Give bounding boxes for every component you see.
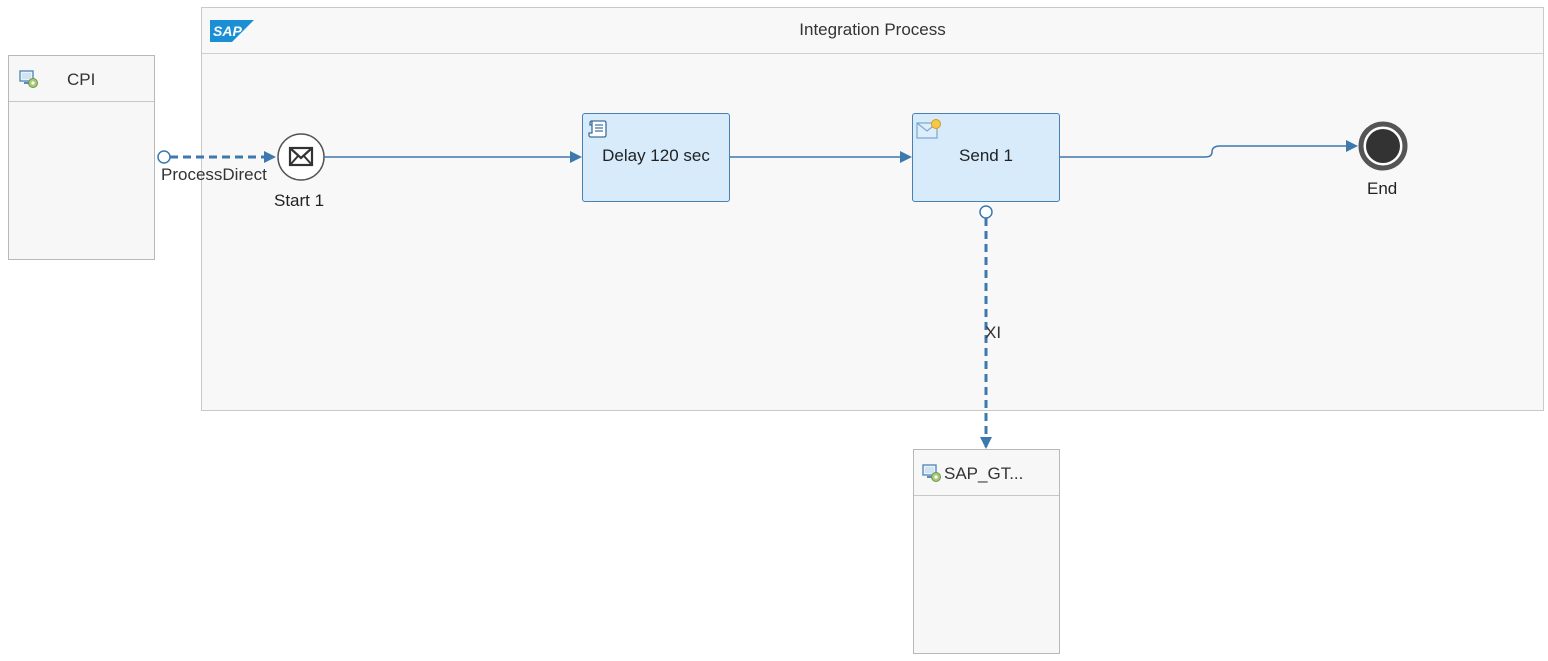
receiver-participant-name: SAP_GT... [944,464,1024,483]
delay-task-label: Delay 120 sec [602,146,710,165]
xi-flow-label: XI [985,323,1002,342]
system-icon [19,69,39,94]
script-icon [587,118,609,145]
processdirect-message-flow[interactable] [157,150,276,164]
xi-message-flow[interactable] [979,205,993,449]
pool-title: Integration Process [799,20,946,39]
integration-process-pool[interactable]: SAP Integration Process [201,7,1544,411]
system-icon [922,463,942,488]
sequence-flow-send-to-end[interactable] [1060,140,1358,158]
end-event-label: End [1367,179,1398,198]
start-event[interactable] [277,133,325,181]
start-event-label: Start 1 [274,191,325,210]
receiver-participant-header: SAP_GT... [914,450,1059,496]
send-task[interactable]: Send 1 [912,113,1060,202]
svg-text:SAP: SAP [213,23,242,39]
end-event[interactable] [1358,121,1408,171]
envelope-icon [288,146,314,167]
pool-header: SAP Integration Process [202,8,1543,54]
send-task-label: Send 1 [959,146,1013,165]
sap-logo: SAP [210,20,254,47]
send-message-icon [916,118,942,145]
sender-participant-header: CPI [9,56,154,102]
receiver-participant[interactable]: SAP_GT... [913,449,1060,654]
message-flow-origin-handle [979,205,993,219]
sender-participant-name: CPI [67,70,96,89]
message-flow-origin-handle [157,150,171,164]
delay-task[interactable]: Delay 120 sec [582,113,730,202]
processdirect-flow-label: ProcessDirect [161,165,267,184]
sender-participant[interactable]: CPI [8,55,155,260]
